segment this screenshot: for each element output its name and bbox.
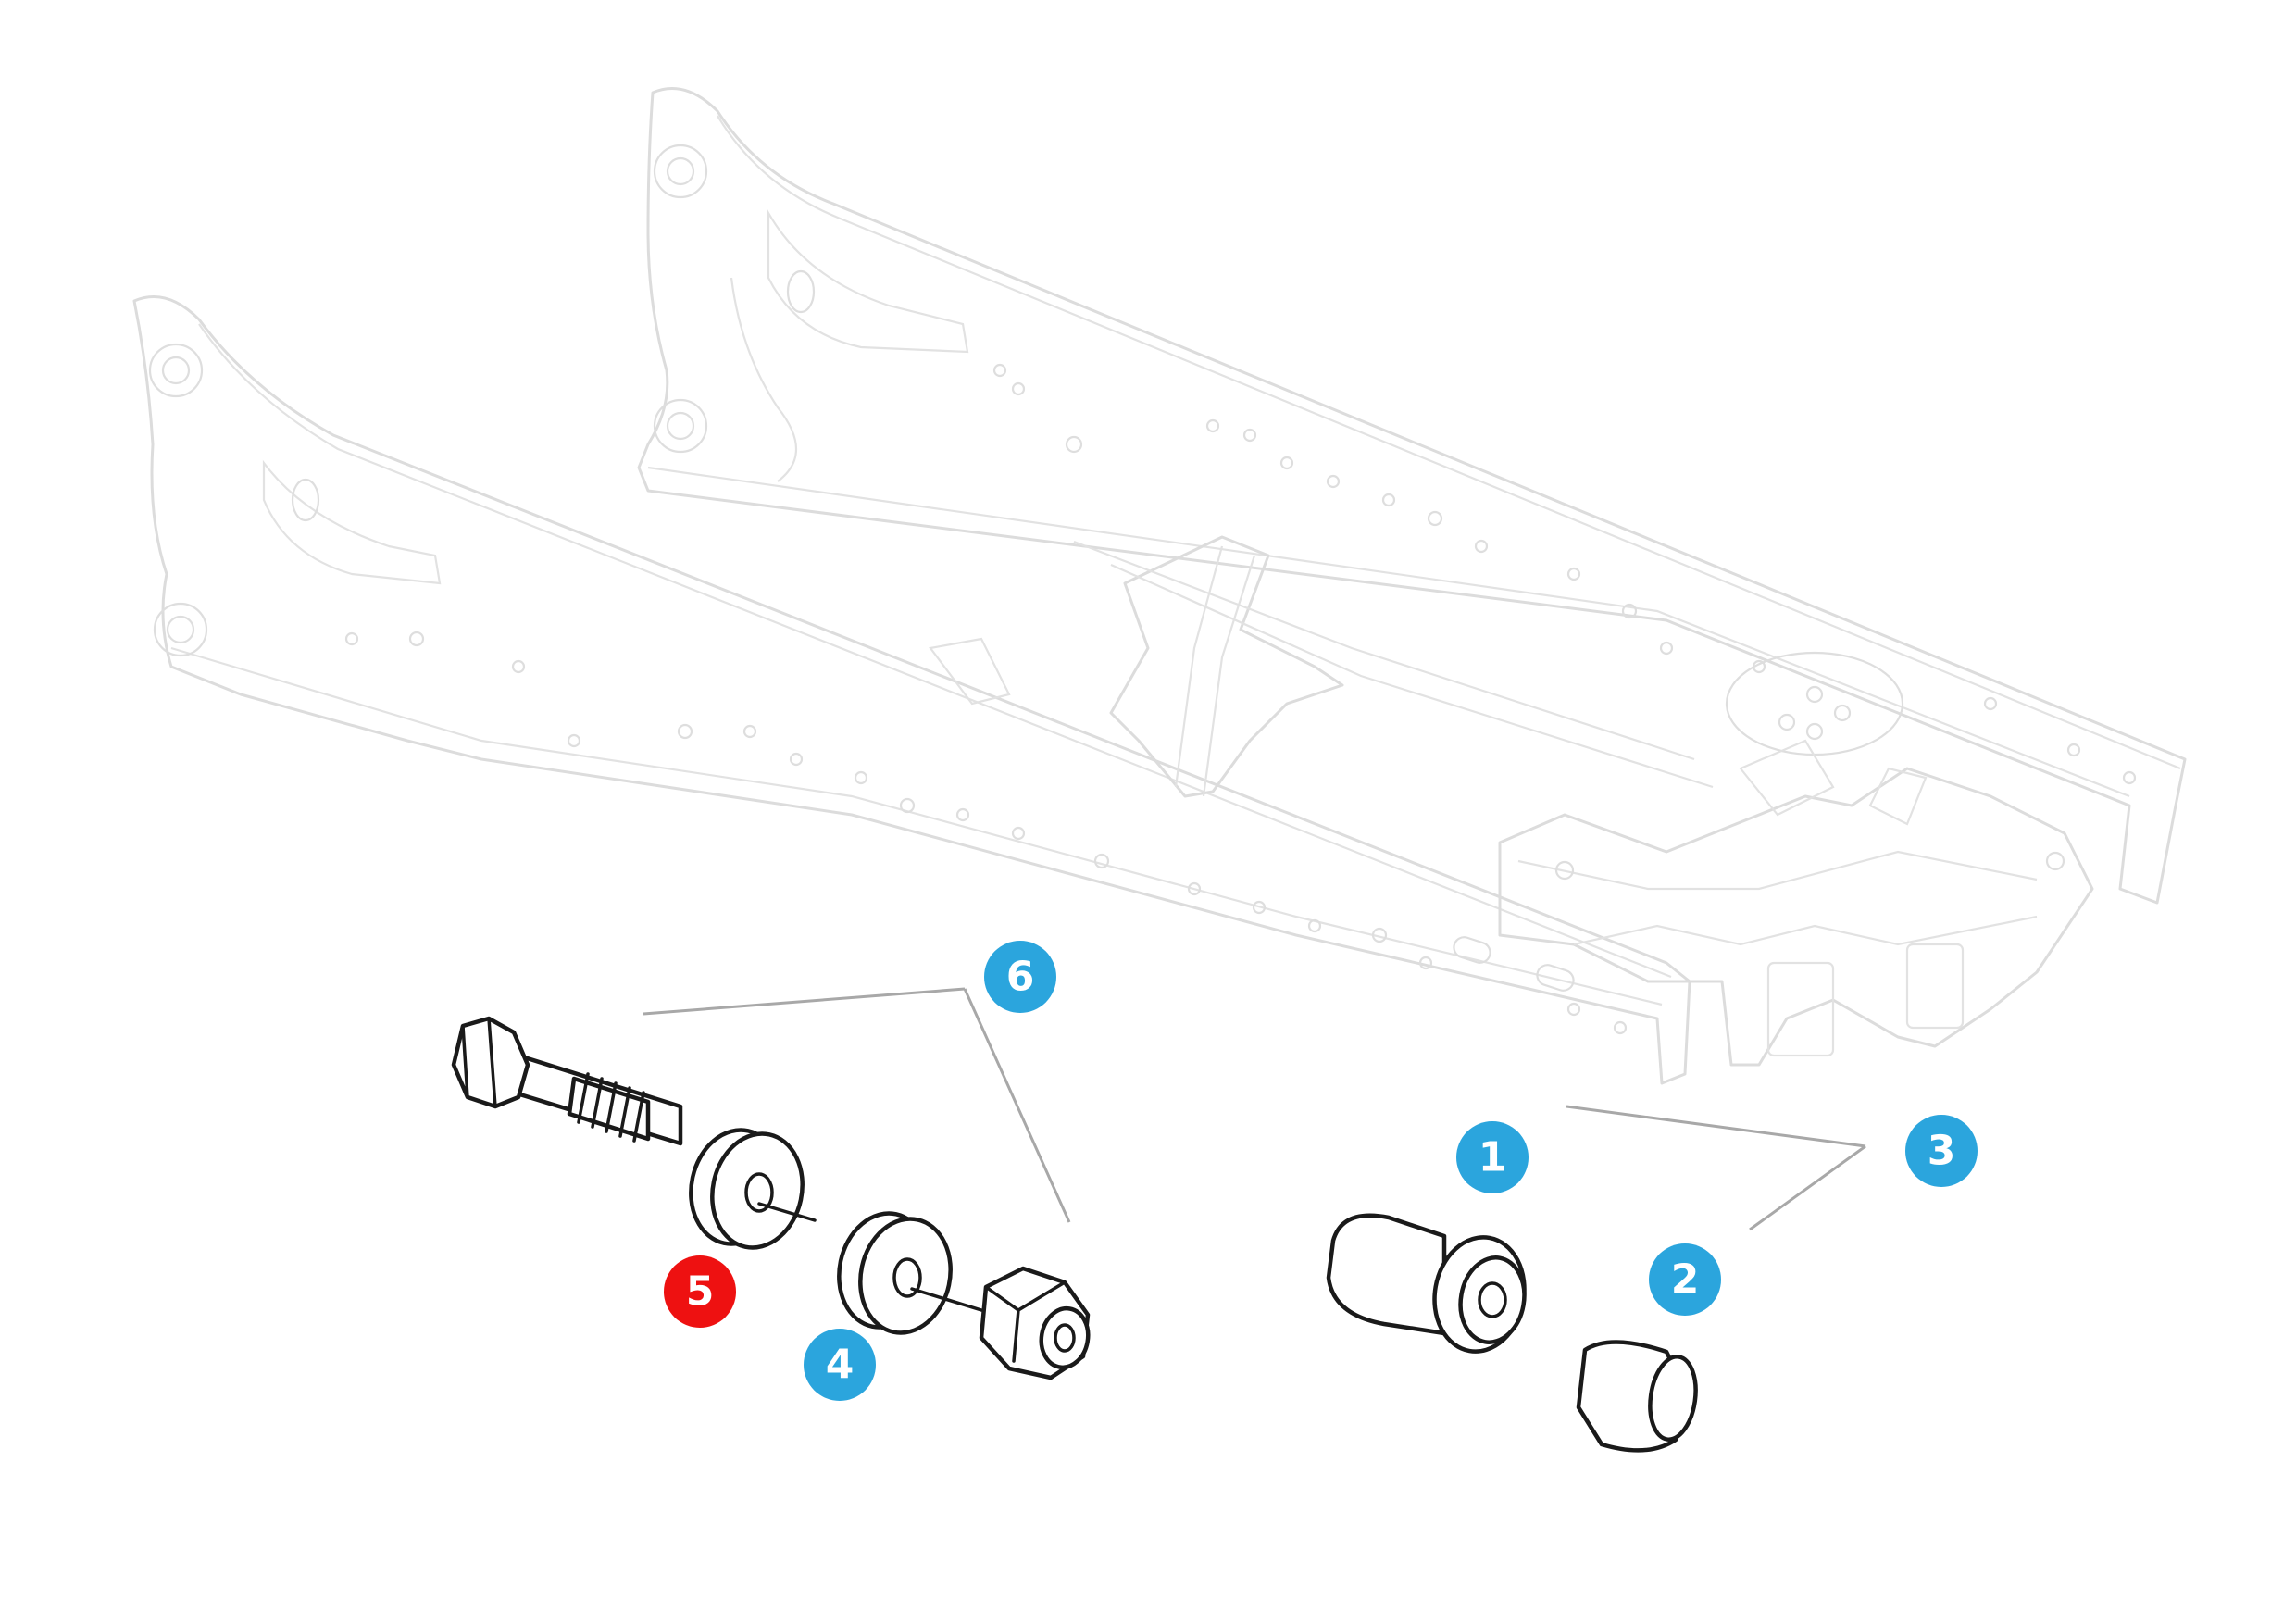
callout-3[interactable]: 3: [1905, 1115, 1978, 1187]
lower-side-rail: [132, 295, 1691, 1085]
callout-5[interactable]: 5: [664, 1255, 736, 1328]
cross-members: [929, 535, 1714, 798]
leader-lines: [643, 987, 1866, 1231]
leader-line-3-upper: [1566, 1105, 1866, 1148]
leader-line-6-nut: [963, 988, 1071, 1223]
callout-2-label: 2: [1671, 1256, 1700, 1304]
rail-bolt-holes: [344, 363, 2137, 1035]
callout-5-label: 5: [686, 1268, 715, 1316]
washer-front: [689, 1128, 817, 1250]
sleeve-tube: [1576, 1340, 1698, 1453]
hex-bolt: [451, 1016, 683, 1146]
callout-5-circle: [664, 1255, 736, 1328]
rubber-bushing: [1326, 1213, 1527, 1354]
callout-1[interactable]: 1: [1456, 1121, 1529, 1193]
leader-line-6-bolt: [643, 987, 966, 1016]
callout-2[interactable]: 2: [1649, 1243, 1721, 1316]
lock-nut: [979, 1266, 1091, 1380]
callout-4-circle: [804, 1329, 876, 1401]
callout-6-label: 6: [1006, 954, 1035, 1001]
callout-1-circle: [1456, 1121, 1529, 1193]
callout-4-label: 4: [826, 1342, 855, 1389]
callout-4[interactable]: 4: [804, 1329, 876, 1401]
upper-side-rail: [637, 87, 2187, 905]
callout-3-circle: [1905, 1115, 1978, 1187]
washer-rear: [837, 1211, 983, 1335]
callout-3-label: 3: [1928, 1128, 1956, 1175]
callout-2-circle: [1649, 1243, 1721, 1316]
leader-line-3-lower: [1749, 1144, 1866, 1231]
callout-1-label: 1: [1479, 1134, 1507, 1181]
chassis-frame-illustration: [132, 87, 2187, 1085]
callout-6[interactable]: 6: [984, 941, 1056, 1013]
rear-suspension-assembly: [1498, 651, 2094, 1067]
callouts: 1 2 3 4 5 6: [664, 941, 1978, 1401]
callout-6-circle: [984, 941, 1056, 1013]
